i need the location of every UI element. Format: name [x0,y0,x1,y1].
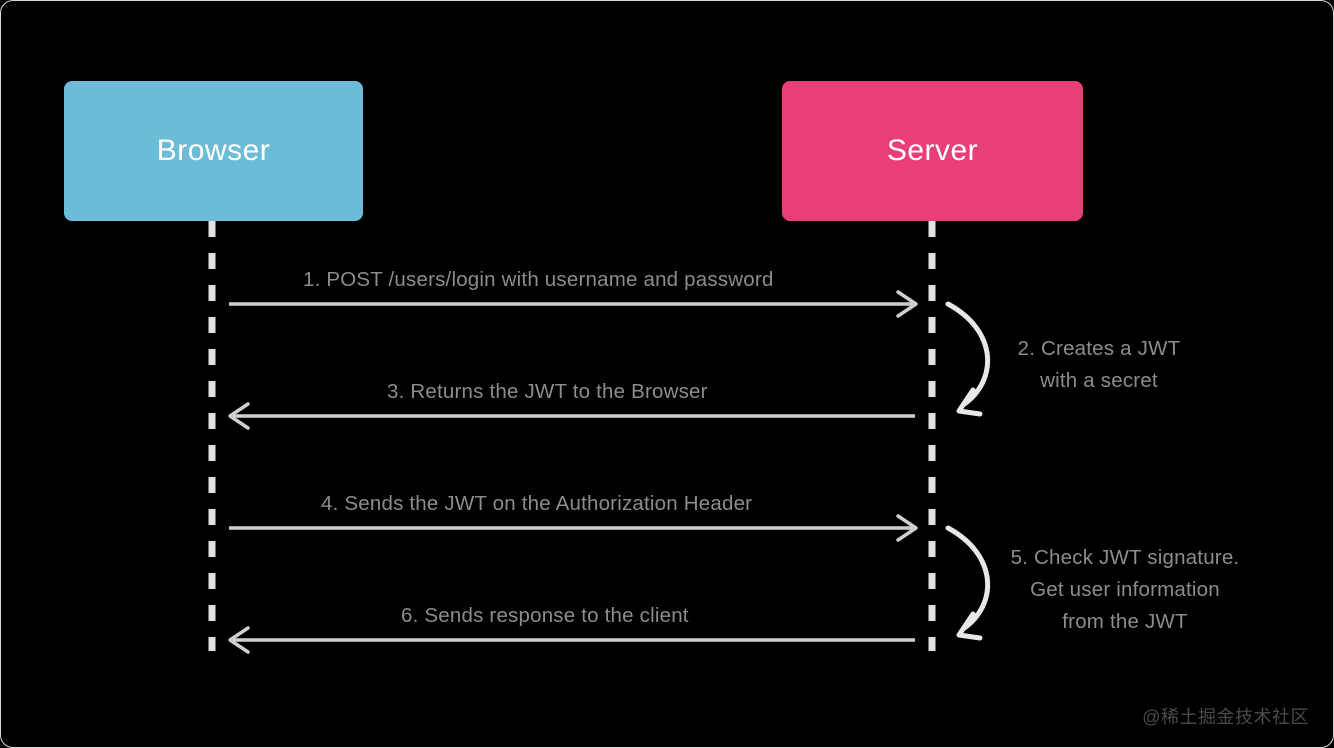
message-label-3: 3. Returns the JWT to the Browser [387,380,708,403]
message-arrow-4 [229,514,918,542]
note-2-line-2: with a secret [1040,369,1158,392]
watermark: @稀土掘金技术社区 [1142,707,1309,727]
actor-label-browser: Browser [156,134,271,167]
actor-box-server[interactable]: Server [782,81,1083,221]
note-5-line-2: Get user information [1030,578,1220,601]
message-label-6: 6. Sends response to the client [401,604,689,627]
note-label-5: 5. Check JWT signature. Get user informa… [1001,542,1249,638]
note-5-line-1: 5. Check JWT signature. [1010,546,1240,569]
message-arrow-3 [228,402,915,430]
note-label-2: 2. Creates a JWT with a secret [999,333,1199,397]
note-2-line-1: 2. Creates a JWT [1017,337,1181,360]
self-loop-arrow-5 [945,525,991,641]
message-label-1: 1. POST /users/login with username and p… [303,268,774,291]
actor-label-server: Server [886,134,979,167]
actor-box-browser[interactable]: Browser [64,81,363,221]
self-loop-arrow-2 [945,301,991,417]
message-arrow-1 [229,290,918,318]
note-5-line-3: from the JWT [1062,610,1188,633]
message-arrow-6 [228,626,915,654]
message-label-4: 4. Sends the JWT on the Authorization He… [321,492,753,515]
